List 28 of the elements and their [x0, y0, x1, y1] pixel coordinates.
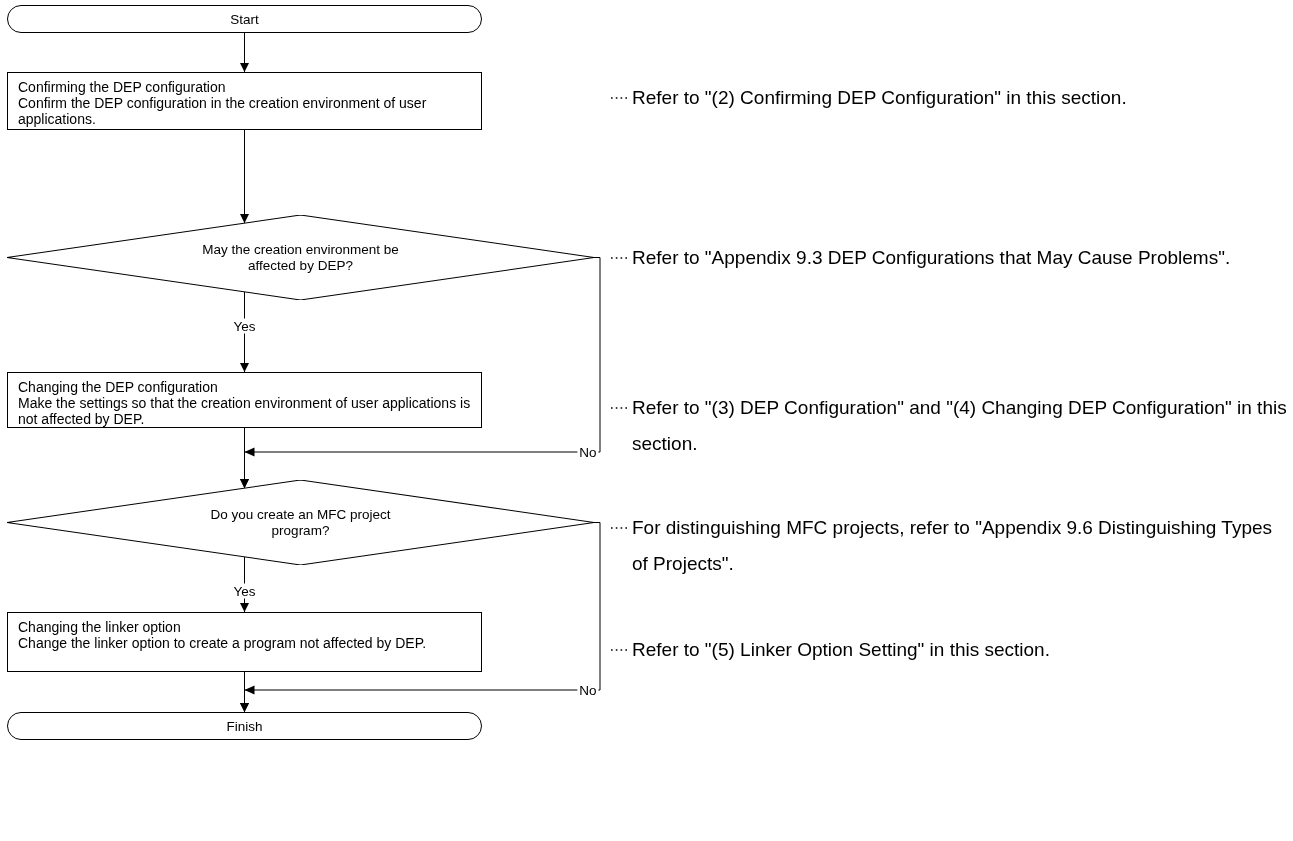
step-title: Changing the DEP configuration [18, 379, 219, 395]
process-box [7, 612, 482, 672]
reference-note: Refer to "(3) DEP Configuration" and "(4) Changing DEP Configuration" in this section. [632, 396, 1287, 456]
reference-note: For distinguishing MFC projects, refer to "Appendix 9.6 Distinguishing Types of Projects". [632, 516, 1274, 576]
step-label: Do you create an MFC project program? [209, 506, 392, 539]
arrow [240, 522, 601, 713]
arrow [240, 129, 249, 224]
step-label: May the creation environment be affected by DEP? [201, 241, 400, 274]
terminator-shape [7, 712, 482, 740]
step-title: Confirming the DEP configuration [18, 79, 227, 95]
arrow [240, 32, 249, 73]
process-box [7, 72, 482, 130]
reference-note: Refer to "(2) Confirming DEP Configuration" in this section. [632, 86, 1128, 110]
process-box [7, 372, 482, 428]
step-label: Finish [226, 718, 263, 734]
step-description: Change the linker option to create a program not affected by DEP. [18, 635, 428, 651]
terminator-shape [7, 5, 482, 33]
decision-diamond [7, 215, 594, 300]
arrow [240, 257, 601, 489]
step-title: Changing the linker option [18, 619, 182, 635]
edge-label: Yes [231, 583, 258, 599]
reference-note: Refer to "(5) Linker Option Setting" in this section. [632, 638, 1051, 662]
decision-diamond [7, 480, 594, 565]
step-description: Make the settings so that the creation environment of user applications is not affected by DEP. [18, 395, 471, 427]
step-description: Confirm the DEP configuration in the creation environment of user applications. [18, 95, 428, 127]
edge-label: Yes [231, 318, 258, 334]
step-label: Start [230, 11, 259, 27]
reference-note: Refer to "Appendix 9.3 DEP Configurations that May Cause Problems". [632, 246, 1232, 270]
